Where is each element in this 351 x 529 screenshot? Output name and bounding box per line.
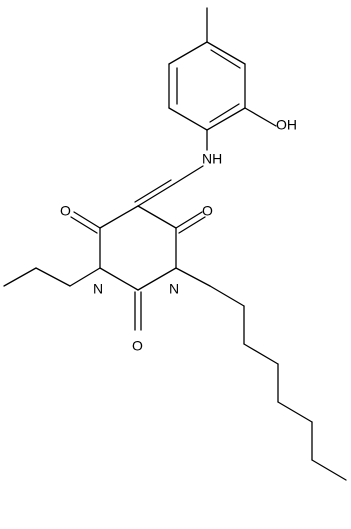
right-nitrogen-label: N xyxy=(169,281,179,297)
enamine-linker xyxy=(134,165,204,207)
left-carbonyl-oxygen-label: O xyxy=(60,203,71,219)
right-carbonyl-oxygen-label: O xyxy=(202,203,213,219)
hydroxyl-bond xyxy=(244,107,277,127)
amine-label: NH xyxy=(202,151,222,167)
phenol-ring xyxy=(168,41,246,131)
butyl-chain xyxy=(3,267,101,287)
ring-substituents xyxy=(206,7,277,151)
bottom-carbonyl-oxygen-label: O xyxy=(132,338,143,354)
octyl-chain xyxy=(175,267,347,481)
pyrimidine-ring xyxy=(99,205,177,291)
left-nitrogen-label: N xyxy=(93,281,103,297)
carbonyl-bonds xyxy=(70,211,206,331)
hydroxyl-label: OH xyxy=(276,117,297,133)
